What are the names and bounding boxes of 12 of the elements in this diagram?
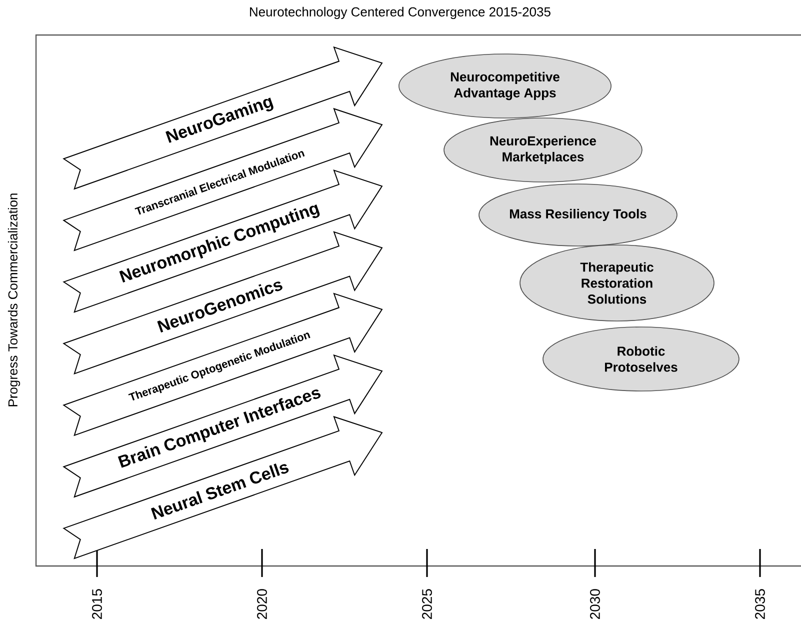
tick-label: 2025 (422, 589, 432, 619)
ellipse-node: NeuroExperience Marketplaces (444, 118, 642, 182)
chart-title: Neurotechnology Centered Convergence 2015-2035 (250, 6, 550, 20)
tick-label: 2035 (755, 589, 765, 619)
tick-label: 2030 (590, 589, 600, 619)
ellipse-node: Mass Resiliency Tools (478, 184, 678, 246)
ellipse-node: Therapeutic Restoration Solutions (520, 244, 714, 322)
ellipse-node: Robotic Protoselves (542, 326, 740, 392)
ellipse-node: Neurocompetitive Advantage Apps (398, 54, 612, 118)
tick-label: 2020 (257, 589, 267, 619)
axis-label: Progress Towards Commercialization (8, 194, 20, 406)
tick-label: 2015 (92, 589, 102, 619)
